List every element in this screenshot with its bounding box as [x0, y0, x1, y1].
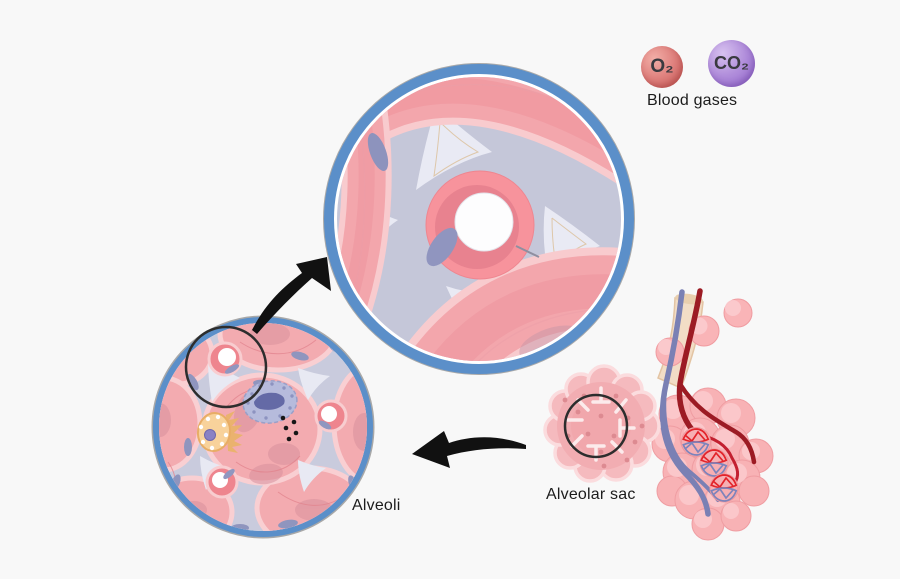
particle-dots — [280, 415, 299, 442]
magnifier-circle-alveoli — [184, 325, 268, 409]
capillary-ring-top — [207, 341, 243, 377]
endothelial-nucleus — [426, 227, 458, 267]
magnified-capillary-view — [323, 63, 635, 375]
arrow-sac-to-alveoli — [412, 431, 526, 468]
pointer-needle — [515, 245, 540, 258]
alveoli-label: Alveoli — [352, 497, 401, 514]
dust-cell — [196, 411, 243, 453]
alveoli-cross-section — [151, 315, 375, 539]
alveolar-sac-3d-model — [651, 288, 774, 541]
capillary-lumen — [454, 192, 514, 252]
alveolar-sac-label: Alveolar sac — [546, 486, 636, 503]
capillary-net-alveoli — [681, 427, 739, 503]
capillary-ring-bottom — [205, 465, 239, 499]
co2-gas-icon: CO₂ — [708, 40, 755, 87]
magnifier-circle-sac — [563, 393, 629, 459]
budding-alveoli — [655, 298, 753, 367]
capillary-ring-right — [314, 399, 348, 433]
macrophage-nucleus — [254, 392, 285, 410]
pulmonary-artery — [676, 288, 757, 486]
dust-cell-nucleus — [204, 429, 216, 441]
co2-label: CO₂ — [714, 53, 749, 73]
capillary-cross-section — [425, 170, 540, 280]
alveolar-sac-cross-section — [543, 364, 661, 483]
o2-gas-icon: O₂ — [641, 46, 683, 88]
o2-label: O₂ — [650, 56, 674, 77]
legend-caption: Blood gases — [647, 92, 738, 109]
